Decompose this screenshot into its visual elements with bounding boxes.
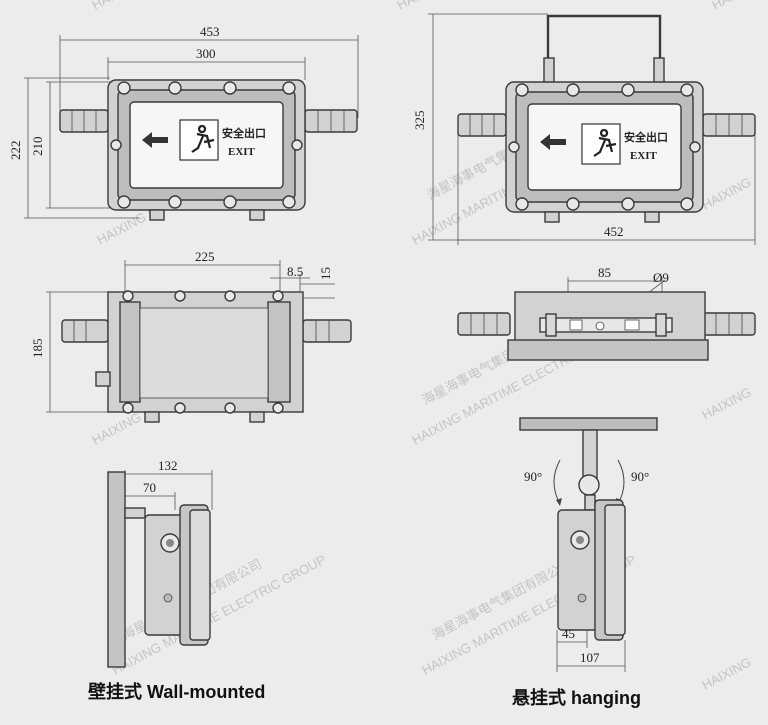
dim-body-height: 210 [30, 137, 45, 157]
dim-top-height: 185 [30, 339, 45, 359]
wall-side-view: 132 70 [107, 458, 213, 668]
watermark-text: HAIXING [699, 384, 753, 422]
hang-top-view: 85 20 Ø9 9 [457, 265, 756, 361]
dim-hang-width: 452 [604, 224, 624, 239]
angle-right: 90° [631, 469, 649, 484]
arrow-left-icon [540, 134, 566, 150]
pivot-joint [578, 474, 600, 496]
mounting-bar [539, 317, 673, 333]
wall-plate [107, 471, 126, 668]
sign-text-en: EXIT [228, 146, 256, 158]
watermark-text: HAIXING [89, 0, 143, 13]
bolt-row [110, 81, 303, 209]
angle-left: 90° [524, 469, 542, 484]
dim-offset: 8.5 [287, 264, 303, 279]
dim-body-width: 300 [196, 46, 216, 61]
sign-text-cn: 安全出口 [222, 126, 266, 140]
dim-hole: Ø9 [653, 270, 669, 285]
hanger-rod [582, 429, 598, 481]
watermark-text: HAIXING [394, 0, 448, 13]
dim-side-depth: 132 [158, 458, 178, 473]
arrow-left-icon [142, 132, 168, 148]
hanging-bracket [546, 14, 662, 82]
dim-hang-offset: 45 [562, 626, 575, 641]
sign-text-en: EXIT [630, 150, 658, 162]
watermark-text: HAIXING [699, 174, 753, 212]
wall-front-view: 453 300 222 210 安全出口 EXI [8, 24, 359, 221]
watermark-text-en: HAIXING MARITIME ELECTRIC GROUP [109, 552, 328, 678]
caption-wall-mounted: 壁挂式 Wall-mounted [88, 682, 266, 702]
ceiling-plate [519, 417, 658, 431]
hang-side-view: 90° 90° 45 107 [519, 417, 658, 672]
watermark-text: HAIXING [699, 654, 753, 692]
hang-front-view: 325 452 安全出口 EXIT [412, 13, 756, 245]
dim-top-width: 225 [195, 249, 215, 264]
wall-top-view: 225 8.5 15 185 [30, 249, 352, 423]
dim-hang-depth: 107 [580, 650, 600, 665]
dim-total-width: 453 [200, 24, 220, 39]
caption-hanging: 悬挂式 hanging [512, 688, 641, 708]
watermark-text: HAIXING [709, 0, 763, 13]
grounding-screw [95, 371, 111, 387]
dim-total-height: 222 [8, 141, 23, 161]
dim-depth-mark: 15 [318, 267, 333, 280]
dim-hang-top-width: 85 [598, 265, 611, 280]
sign-text-cn: 安全出口 [624, 130, 668, 144]
dim-hang-height: 325 [412, 111, 427, 131]
dim-side-offset: 70 [143, 480, 156, 495]
